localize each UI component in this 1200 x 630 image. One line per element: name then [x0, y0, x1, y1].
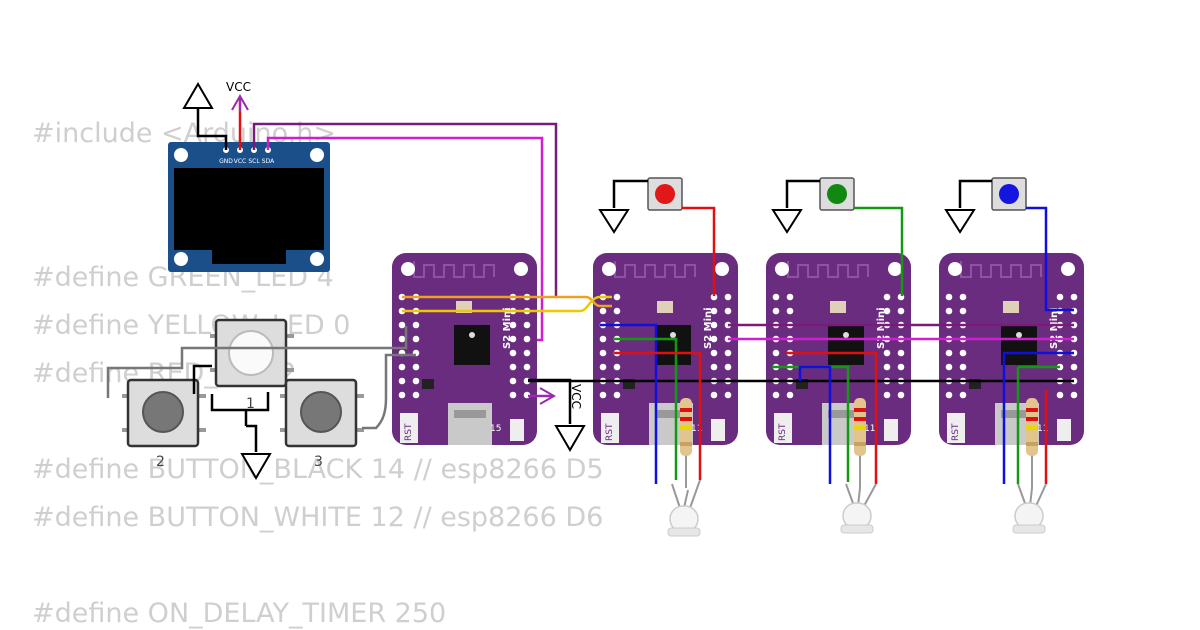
green-button[interactable]	[819, 177, 855, 211]
gnd-arrow-icon-red	[598, 209, 630, 234]
rgb-led-2	[840, 502, 874, 534]
oled-display: GND VCC SCL SDA	[168, 142, 330, 272]
resistor-2	[854, 398, 866, 456]
oled-scl-wire	[252, 122, 558, 296]
red-button[interactable]	[647, 177, 683, 211]
pushbutton-2-label: 2	[156, 454, 165, 470]
pushbutton-1-label: 1	[246, 396, 255, 412]
board-3-label: S2 Mini	[876, 307, 887, 349]
green-button-wire	[854, 206, 904, 296]
blue-button-wire	[1026, 206, 1074, 312]
gnd-arrow-icon	[240, 453, 272, 480]
s2-mini-board-3: S2 Mini RST 11	[765, 252, 912, 446]
rgb-led-1	[667, 505, 701, 537]
code-line-delay-timer: #define ON_DELAY_TIMER 250	[32, 598, 447, 629]
board-2-pin-11: 11	[691, 424, 702, 434]
board-3-pin-11: 11	[864, 424, 875, 434]
vcc-label-board1: VCC	[569, 384, 583, 409]
oled-pin-sda: SDA	[262, 158, 275, 165]
button-wire-gray-1	[106, 326, 408, 398]
oled-sda-wire	[266, 136, 544, 342]
board-3-rst-label: RST	[778, 423, 788, 441]
s2-mini-board-1: S2 Mini RST 15	[391, 252, 538, 446]
rgb-led-3	[1012, 502, 1046, 534]
s2-mini-board-4: S2 Mini RST 11	[938, 252, 1085, 446]
board-4-pin-11: 11	[1037, 424, 1048, 434]
yellow-bus-wire	[402, 295, 612, 313]
board-2-label: S2 Mini	[703, 307, 714, 349]
pushbutton-3-label: 3	[314, 454, 323, 470]
pushbutton-3[interactable]: 3	[280, 378, 364, 470]
oled-pin-scl: SCL	[248, 158, 260, 165]
oled-pin-vcc: VCC	[234, 158, 246, 165]
board-2-rst-label: RST	[605, 423, 615, 441]
oled-gnd-wire	[196, 108, 228, 150]
board-1-label: S2 Mini	[502, 307, 513, 349]
button-wire-gray-2	[362, 353, 416, 430]
pushbutton-2[interactable]: 2	[122, 378, 206, 470]
board-4-rst-label: RST	[951, 423, 961, 441]
vcc-label-top: VCC	[226, 80, 251, 94]
resistor-1	[680, 398, 692, 456]
gnd-arrow-icon-board1	[554, 425, 586, 452]
oled-pin-gnd: GND	[219, 158, 233, 165]
power-arrow-icon	[182, 82, 214, 109]
gnd-arrow-icon-blue	[944, 209, 976, 234]
board-4-label: S2 Mini	[1049, 307, 1060, 349]
board-1-rst-label: RST	[404, 423, 414, 441]
blue-button[interactable]	[991, 177, 1027, 211]
button-gnd-wire	[210, 392, 270, 452]
pushbutton-1[interactable]: 1	[210, 318, 294, 412]
code-line-button-white: #define BUTTON_WHITE 12 // esp8266 D6	[32, 502, 604, 533]
board-1-pin-15: 15	[490, 424, 501, 434]
red-button-wire	[682, 206, 716, 296]
resistor-3	[1026, 398, 1038, 456]
gnd-arrow-icon-green	[771, 209, 803, 234]
s2-mini-board-2: S2 Mini RST 11	[592, 252, 739, 446]
